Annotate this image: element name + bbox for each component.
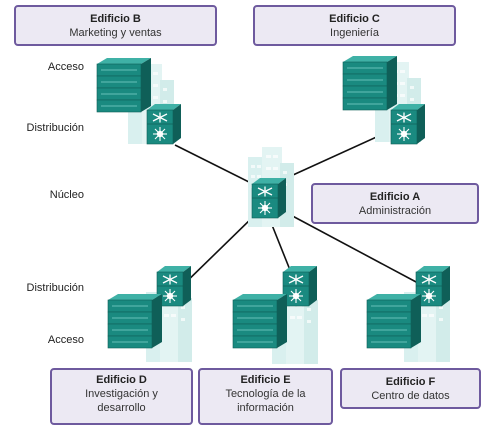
multilayer-switch-icon[interactable] [156,265,192,307]
building-e-label: Edificio E Tecnología de la información [198,368,333,425]
multilayer-switch-icon[interactable] [146,103,182,145]
switch-stack-icon[interactable] [107,293,163,349]
link-core-dist-f [284,211,419,284]
multilayer-switch-icon[interactable] [390,103,426,145]
building-b-devices [96,57,182,145]
multilayer-switch-icon[interactable] [282,265,318,307]
switch-stack-icon[interactable] [232,293,288,349]
building-a-name: Edificio A [369,191,421,203]
building-c-devices [342,55,426,145]
building-f-desc: Centro de datos [371,390,450,402]
layer-label-acceso-bottom: Acceso [47,334,84,346]
building-f-label: Edificio F Centro de datos [340,368,481,409]
building-c-label: Edificio C Ingeniería [253,5,456,46]
building-d-label: Edificio D Investigación y desarrollo [50,368,193,425]
building-b-name: Edificio B [90,13,141,25]
building-e-devices [232,265,318,364]
multilayer-switch-icon[interactable] [415,265,451,307]
building-d-desc-line1: Investigación y [85,388,158,400]
building-a-label: Edificio A Administración [311,183,479,224]
link-lines [174,129,419,291]
multilayer-switch-icon[interactable] [251,177,287,219]
building-e-desc-line1: Tecnología de la [225,388,306,400]
building-d-devices [107,265,192,362]
building-d-desc-line2: desarrollo [97,402,146,414]
building-b-desc: Marketing y ventas [69,27,162,39]
layer-label-distribucion-top: Distribución [26,122,84,134]
layer-label-distribucion-bottom: Distribución [26,282,84,294]
layer-label-nucleo: Núcleo [49,189,84,201]
building-b-label: Edificio B Marketing y ventas [14,5,217,46]
building-d-name: Edificio D [96,374,147,386]
building-c-name: Edificio C [329,13,380,25]
building-f-devices [366,265,451,362]
switch-stack-icon[interactable] [96,57,152,113]
building-e-desc-line2: información [237,402,294,414]
switch-stack-icon[interactable] [366,293,422,349]
building-a-desc: Administración [358,205,432,217]
building-f-name: Edificio F [385,376,436,388]
link-core-dist-b [174,144,256,186]
building-c-desc: Ingeniería [330,27,379,39]
layer-label-acceso-top: Acceso [47,61,84,73]
switch-stack-icon[interactable] [342,55,398,111]
link-core-dist-c [281,129,393,181]
building-e-name: Edificio E [240,374,291,386]
building-a-devices [248,147,294,227]
